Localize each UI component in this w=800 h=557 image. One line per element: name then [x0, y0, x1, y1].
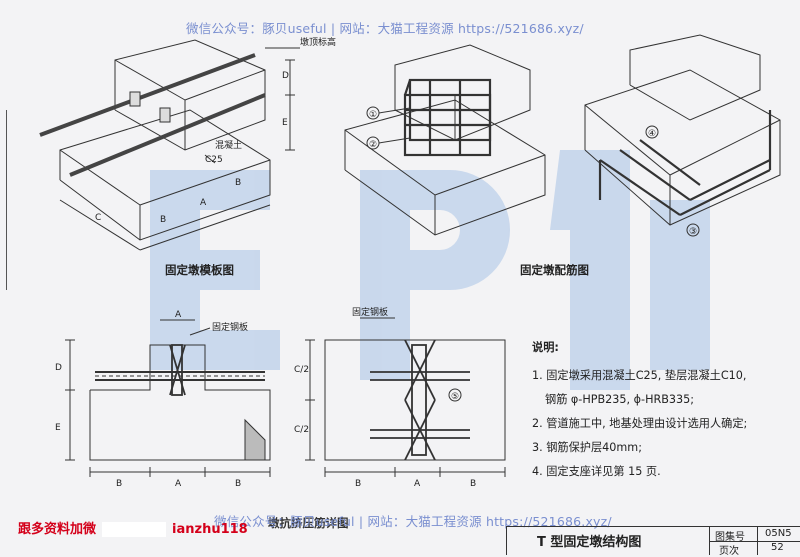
- note-3: 3. 钢筋保护层40mm;: [532, 441, 642, 454]
- section-dim-b2: B: [235, 479, 241, 489]
- section-dim-a-top: A: [175, 310, 182, 320]
- dim-a: A: [200, 198, 207, 208]
- plan-dim-b1: B: [355, 479, 361, 489]
- formwork-caption: 固定墩模板图: [165, 263, 234, 277]
- sheet-edge: [0, 110, 7, 290]
- atlas-label: 图集号: [715, 532, 745, 543]
- page-label: 页次: [719, 546, 739, 557]
- plan-dim-c1: C/2: [294, 365, 309, 375]
- section-plate-label: 固定钢板: [212, 321, 248, 333]
- rebar-caption: 固定墩配筋图: [520, 263, 589, 277]
- marker-2: ②: [369, 140, 377, 150]
- dim-d: D: [282, 71, 289, 81]
- dim-b2: B: [160, 215, 166, 225]
- section-dim-a: A: [175, 479, 182, 489]
- top-elev-label: 墩顶标高: [300, 36, 336, 48]
- notes-heading: 说明:: [532, 341, 559, 354]
- section-dim-b1: B: [116, 479, 122, 489]
- marker-4: ④: [648, 129, 656, 139]
- design-notes: 说明: 1. 固定墩采用混凝土C25, 垫层混凝土C10, 钢筋 φ-HPB23…: [532, 336, 782, 484]
- note-4: 4. 固定支座详见第 15 页.: [532, 465, 661, 478]
- title-block: T 型固定墩结构图 图集号 05N5 页次 52: [506, 526, 800, 557]
- note-1-cont: 钢筋 φ-HPB235, ϕ-HRB335;: [545, 393, 695, 406]
- promo-label: 跟多资料加微: [18, 522, 97, 537]
- concrete-grade: C25: [205, 155, 223, 165]
- marker-1: ①: [369, 110, 377, 120]
- plan-dim-c2: C/2: [294, 425, 309, 435]
- watermark-top: 微信公众号：豚贝useful | 网站：大猫工程资源 https://52168…: [186, 21, 584, 36]
- marker-5: ⑤: [451, 392, 459, 402]
- page-number: 52: [771, 542, 784, 553]
- note-2: 2. 管道施工中, 地基处理由设计选用人确定;: [532, 417, 748, 430]
- marker-3: ③: [689, 227, 697, 237]
- redaction-box: [102, 522, 167, 537]
- dim-b1: B: [235, 178, 241, 188]
- plan-plate-label: 固定钢板: [352, 306, 388, 318]
- note-1: 1. 固定墩采用混凝土C25, 垫层混凝土C10,: [532, 369, 747, 382]
- atlas-number: 05N5: [765, 528, 792, 539]
- dim-e: E: [282, 118, 288, 128]
- promo-wechat: ianzhu118: [172, 522, 248, 537]
- drawing-title: T 型固定墩结构图: [537, 535, 642, 550]
- dim-c: C: [95, 213, 101, 223]
- plan-dim-a: A: [414, 479, 421, 489]
- section-dim-e: E: [55, 423, 61, 433]
- bottom-caption: 墩抗挤压筋详图: [268, 516, 349, 530]
- section-dim-d: D: [55, 363, 62, 373]
- plan-dim-b2: B: [470, 479, 476, 489]
- watermark-bottom: 微信公众号：豚贝useful | 网站：大猫工程资源 https://52168…: [214, 514, 612, 529]
- concrete-label: 混凝土: [215, 139, 242, 151]
- promo-text: 跟多资料加微 ianzhu118: [18, 518, 248, 537]
